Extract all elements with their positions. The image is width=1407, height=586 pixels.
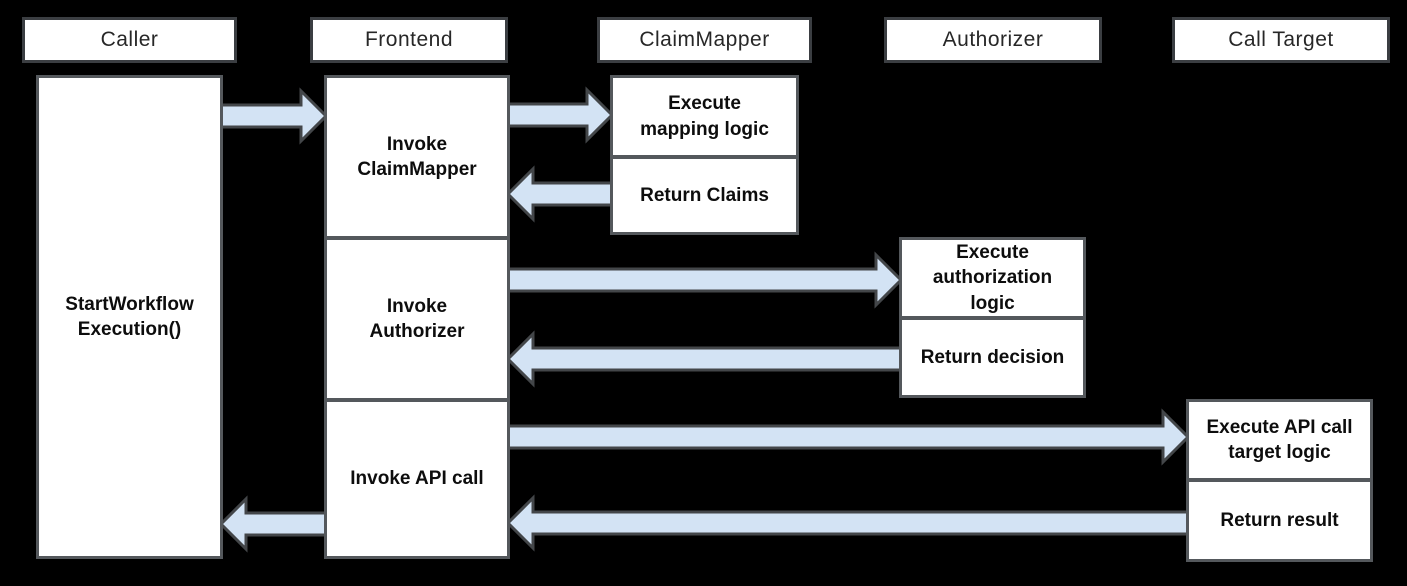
lane-header-claimmapper: ClaimMapper — [597, 17, 812, 63]
box-return-result: Return result — [1186, 479, 1373, 562]
lane-header-authorizer: Authorizer — [884, 17, 1102, 63]
arrow-claimmapper-to-frontend — [505, 165, 618, 223]
box-invoke-authorizer: Invoke Authorizer — [324, 237, 510, 401]
arrow-frontend-to-calltarget — [502, 408, 1191, 466]
box-execute-mapping-logic: Execute mapping logic — [610, 75, 799, 158]
lane-header-caller: Caller — [22, 17, 237, 63]
arrow-caller-to-frontend — [215, 87, 329, 145]
arrow-frontend-to-claimmapper — [502, 86, 615, 144]
box-execute-authorization-logic: Execute authorization logic — [899, 237, 1086, 319]
box-invoke-api-call: Invoke API call — [324, 399, 510, 559]
box-return-claims: Return Claims — [610, 156, 799, 235]
arrow-authorizer-to-frontend — [505, 330, 907, 388]
box-startworkflow-execution: StartWorkflow Execution() — [36, 75, 223, 559]
lane-header-frontend: Frontend — [310, 17, 508, 63]
lane-header-calltarget: Call Target — [1172, 17, 1390, 63]
box-execute-api-call-target-logic: Execute API call target logic — [1186, 399, 1373, 481]
arrow-frontend-to-caller — [218, 495, 332, 553]
box-return-decision: Return decision — [899, 317, 1086, 398]
box-invoke-claimmapper: Invoke ClaimMapper — [324, 75, 510, 239]
arrow-calltarget-to-frontend — [505, 494, 1194, 552]
arrow-frontend-to-authorizer — [502, 251, 904, 309]
